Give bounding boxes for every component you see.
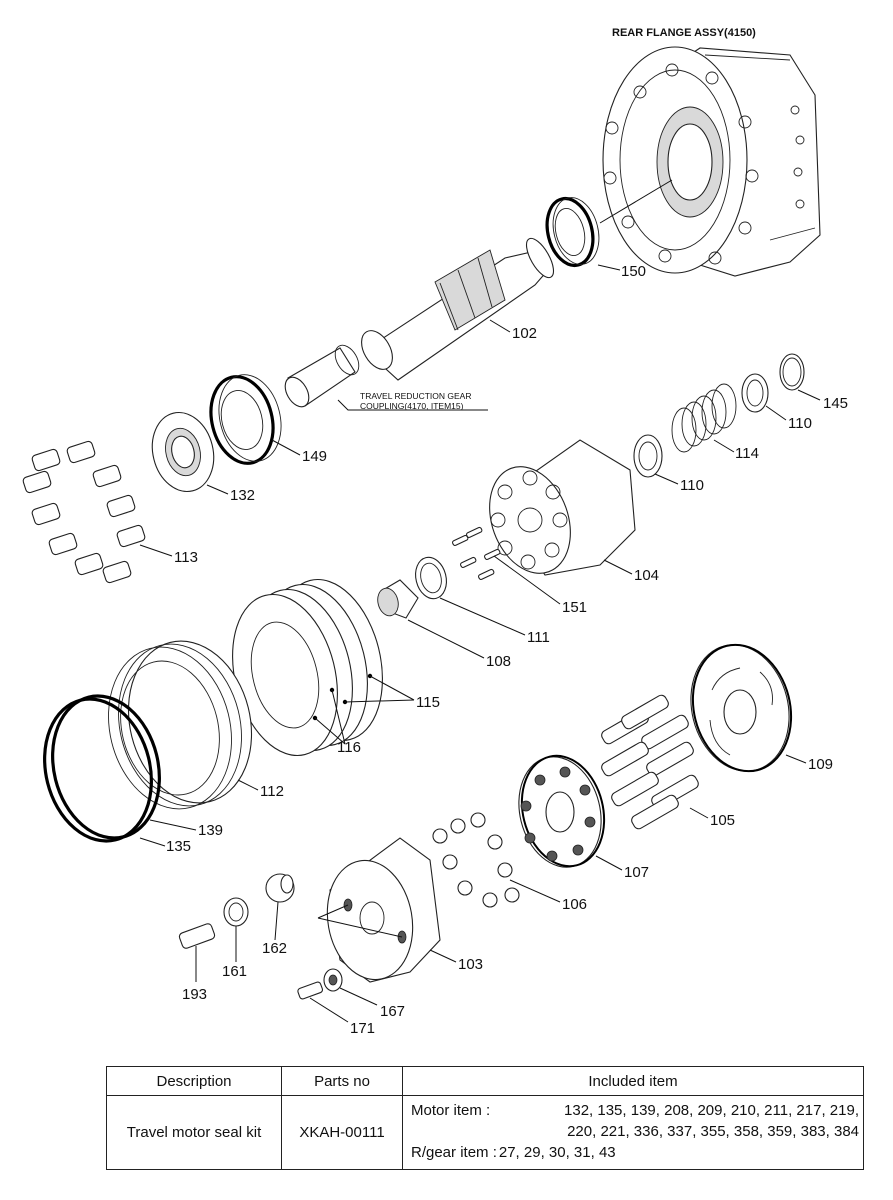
callout-111: 111 [527,629,550,646]
spring-114 [671,383,737,453]
header-description: Description [106,1066,282,1096]
ball-guide-161 [223,897,249,927]
washer-110-upper [741,373,769,413]
callout-135: 135 [166,838,191,855]
callout-110-lower: 110 [680,477,704,494]
callout-116: 116 [337,739,361,756]
callout-103: 103 [458,956,483,973]
callout-114: 114 [735,445,759,462]
callout-162: 162 [262,940,287,957]
spherical-bushing-108 [377,579,419,619]
table-header-row: Description Parts no Included item [106,1066,864,1096]
plates-115-116 [232,578,383,757]
bearing-150 [545,196,600,268]
callout-171: 171 [350,1020,375,1037]
callout-167: 167 [380,1003,405,1020]
bearing-149 [209,374,282,465]
callout-108: 108 [486,653,511,670]
callout-150: 150 [621,263,646,280]
cylinder-block-104 [489,439,636,576]
header-parts-no: Parts no [281,1066,403,1096]
valve-plate-109 [690,643,793,773]
rgear-items-row: R/gear item : 27, 29, 30, 31, 43 [411,1142,859,1163]
callout-139: 139 [198,822,223,839]
rgear-item-label: R/gear item : [411,1144,497,1161]
callout-106: 106 [562,896,587,913]
snap-ring-145 [779,353,805,391]
callout-104: 104 [634,567,659,584]
oil-seal-132 [151,411,215,493]
table-row: Travel motor seal kit XKAH-00111 Motor i… [106,1095,864,1170]
callout-161: 161 [222,963,247,980]
callout-149: 149 [302,448,327,465]
callouts: 150 102 145 110 114 110 149 132 113 104 … [166,263,848,1037]
callout-110-upper: 110 [788,415,812,432]
callout-193: 193 [182,986,207,1003]
coupling-note-line1: TRAVEL REDUCTION GEAR [360,391,471,401]
rear-flange-assy [602,46,821,277]
callout-132: 132 [230,487,255,504]
rgear-items: 27, 29, 30, 31, 43 [498,1144,616,1161]
washer-111 [415,556,447,600]
callout-113: 113 [174,549,198,566]
plug-171 [297,981,324,1000]
motor-item-label: Motor item : [411,1102,491,1119]
ball-guide-162 [265,873,295,903]
o-rings-135-139 [43,694,161,843]
retainer-plate-107 [518,754,606,868]
spring-193 [178,923,216,949]
callout-145: 145 [823,395,848,412]
springs-113 [22,440,146,584]
rear-flange-label: REAR FLANGE ASSY(4150) [612,27,756,39]
swash-plate-103 [317,837,441,983]
callout-102: 102 [512,325,537,342]
callout-107: 107 [624,864,649,881]
callout-115: 115 [416,694,440,711]
exploded-parts-diagram: REAR FLANGE ASSY(4150) TRAVEL REDUCTION … [22,27,848,1037]
coupling-note-line2: COUPLING(4170, ITEM15) [360,401,464,411]
washer-167 [323,968,343,992]
cell-parts-no: XKAH-00111 [281,1095,403,1170]
pistons-105 [601,694,699,830]
motor-items-line1: 132, 135, 139, 208, 209, 210, 211, 217, … [564,1102,859,1119]
coupling-sleeve [284,344,360,408]
motor-items-row-2: 220, 221, 336, 337, 355, 358, 359, 383, … [411,1121,859,1142]
shoes-106 [432,812,520,908]
pins-151 [452,526,501,580]
callout-112: 112 [260,783,284,800]
callout-109: 109 [808,756,833,773]
motor-items-line2: 220, 221, 336, 337, 355, 358, 359, 383, … [567,1123,859,1140]
callout-105: 105 [710,812,735,829]
header-included-item: Included item [402,1066,864,1096]
washer-110-lower [633,434,663,478]
seal-kit-table: Description Parts no Included item Trave… [106,1066,864,1170]
callout-151: 151 [562,599,587,616]
cell-included-items: Motor item : 132, 135, 139, 208, 209, 21… [402,1095,864,1170]
cell-description: Travel motor seal kit [106,1095,282,1170]
leader-lines [139,179,821,1023]
motor-items-row-1: Motor item : 132, 135, 139, 208, 209, 21… [411,1100,859,1121]
shaft-102 [361,237,555,381]
